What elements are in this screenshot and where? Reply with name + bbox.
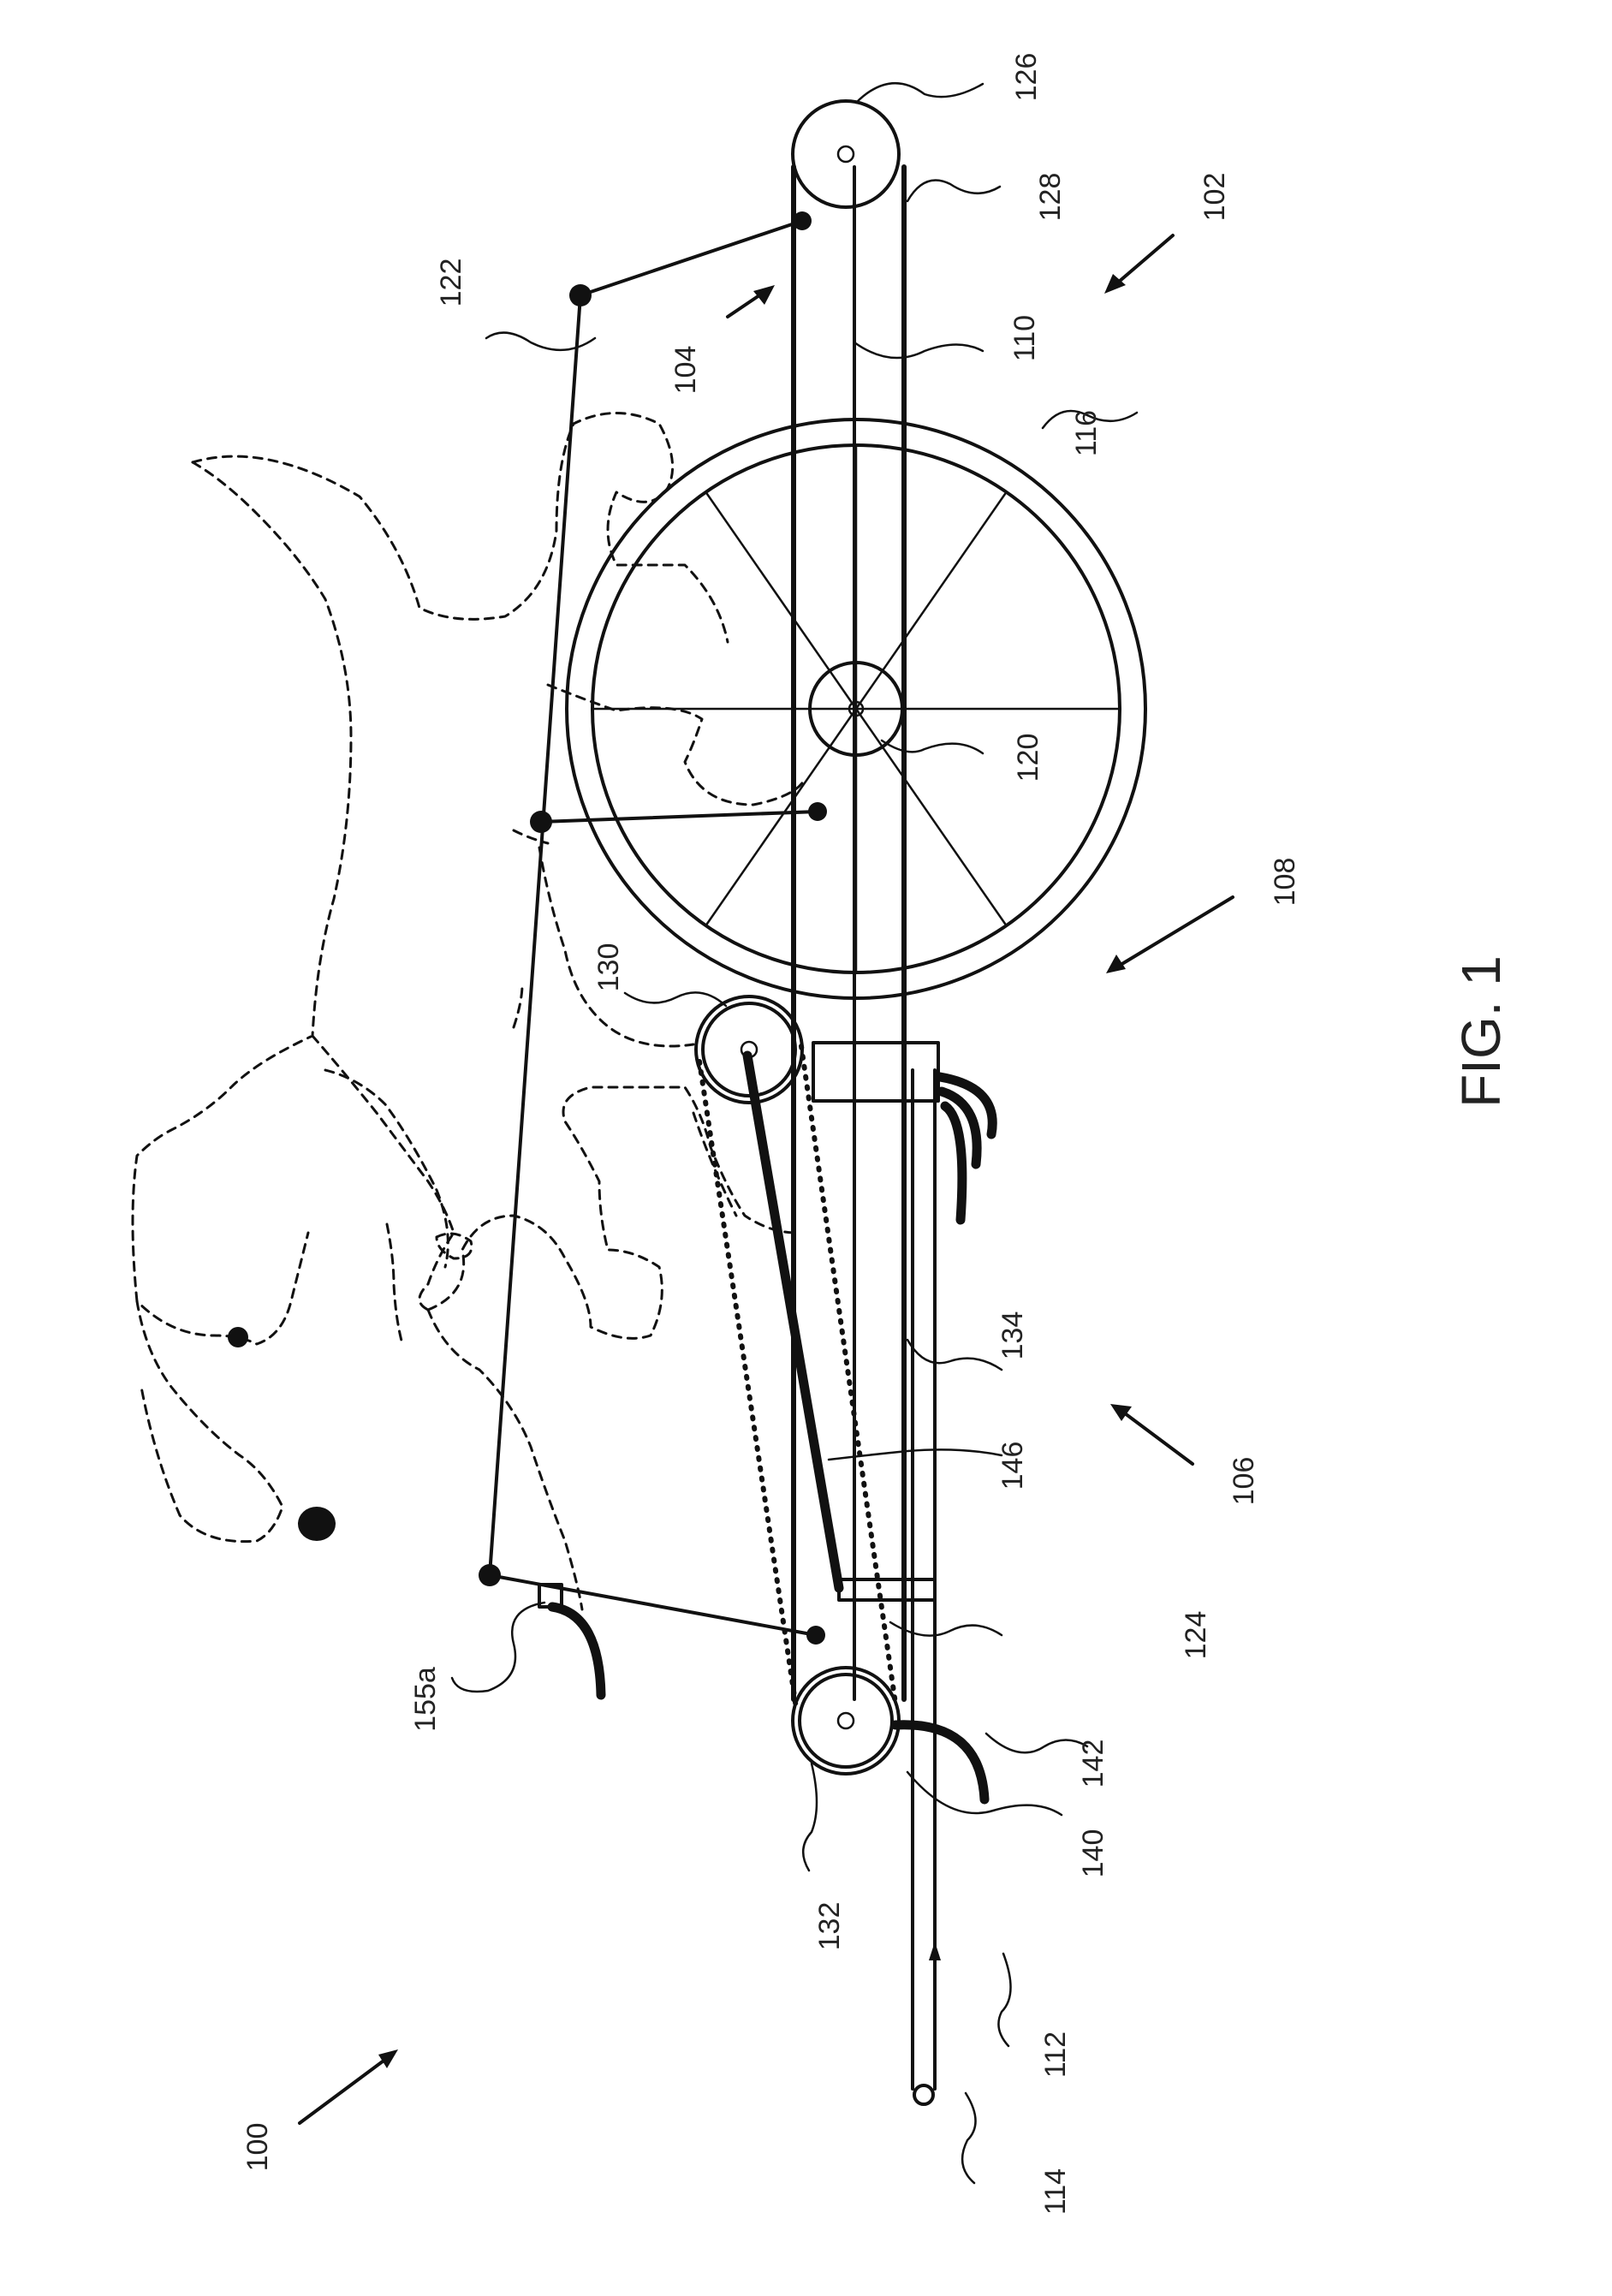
label-124: 124 xyxy=(1180,1611,1212,1660)
label-120: 120 xyxy=(1012,734,1044,782)
label-106: 106 xyxy=(1228,1457,1260,1506)
label-128: 128 xyxy=(1034,173,1067,222)
label-146: 146 xyxy=(996,1442,1029,1490)
collar-hose xyxy=(552,1607,601,1695)
label-114: 114 xyxy=(1039,2168,1072,2215)
motor-housing xyxy=(813,1043,938,1600)
label-126: 126 xyxy=(1010,53,1043,102)
front-pulley xyxy=(793,101,899,207)
label-134: 134 xyxy=(996,1312,1029,1360)
frame-rail xyxy=(794,167,904,1699)
dog-eye xyxy=(228,1327,248,1347)
label-155a: 155a xyxy=(409,1667,442,1732)
extension-pole xyxy=(913,1070,935,2104)
rear-pulley xyxy=(793,1668,899,1774)
rods xyxy=(479,211,827,1645)
label-100: 100 xyxy=(241,2123,274,2172)
drive-belt xyxy=(699,1046,895,1708)
pole-end-cap xyxy=(914,2085,933,2104)
label-112: 112 xyxy=(1039,2031,1072,2078)
label-102: 102 xyxy=(1199,173,1231,222)
figure-caption: FIG. 1 xyxy=(1450,955,1512,1108)
label-116: 116 xyxy=(1070,410,1103,456)
label-142: 142 xyxy=(1077,1740,1109,1788)
dog-outline xyxy=(133,413,805,1610)
label-108: 108 xyxy=(1269,858,1301,907)
dog-nose xyxy=(298,1507,336,1541)
label-110: 110 xyxy=(1008,315,1041,361)
label-140: 140 xyxy=(1077,1829,1109,1878)
label-132: 132 xyxy=(813,1902,846,1951)
label-130: 130 xyxy=(592,943,625,992)
label-104: 104 xyxy=(669,346,702,395)
rear-hose xyxy=(895,1725,984,1799)
reference-labels: 126 128 102 122 104 110 116 120 108 130 … xyxy=(241,53,1512,2215)
label-122: 122 xyxy=(435,259,467,307)
